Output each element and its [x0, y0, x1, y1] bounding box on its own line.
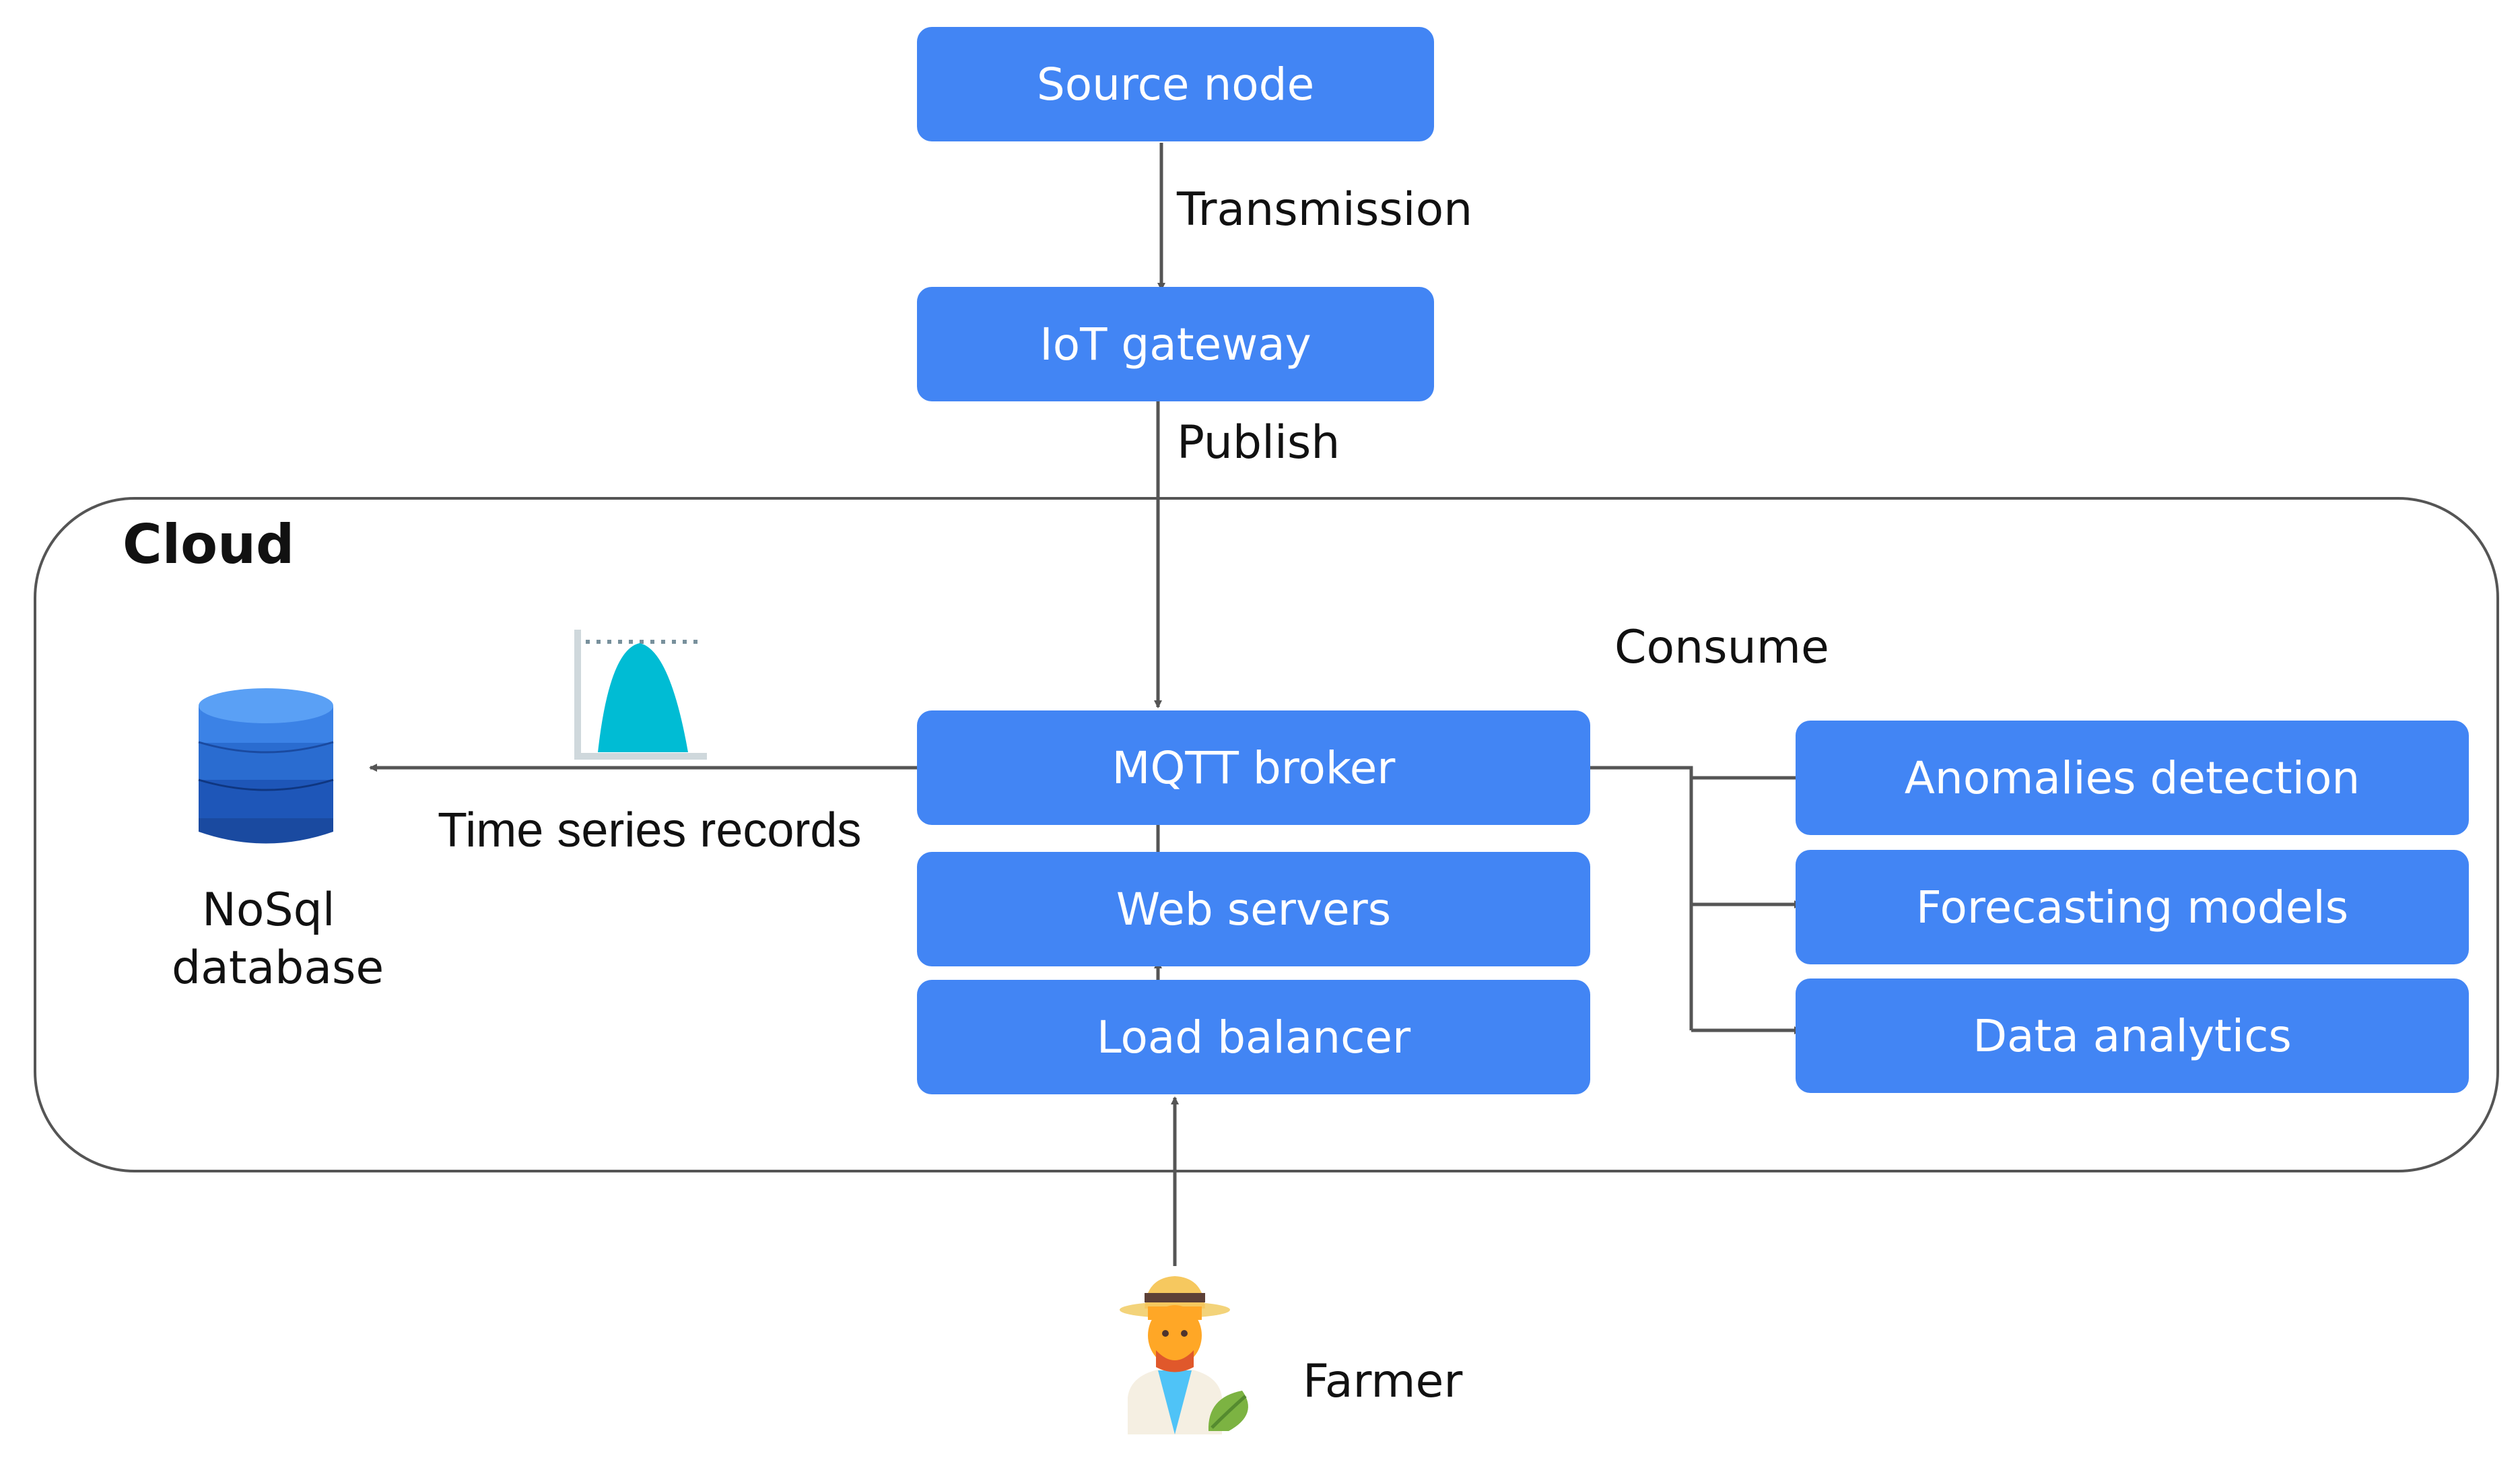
- label-time-series-records: Time series records: [438, 803, 862, 857]
- time-series-chart-icon: [574, 630, 707, 760]
- web-servers-node: Web servers: [917, 852, 1590, 966]
- farmer-label: Farmer: [1303, 1355, 1463, 1408]
- anomalies-detection-node: Anomalies detection: [1796, 721, 2469, 835]
- forecasting-models-node: Forecasting models: [1796, 850, 2469, 964]
- label-consume: Consume: [1614, 621, 1829, 674]
- load-balancer-node: Load balancer: [917, 980, 1590, 1094]
- source-node: Source node: [917, 27, 1434, 141]
- farmer-icon: [1120, 1276, 1248, 1434]
- iot-gateway-node: IoT gateway: [917, 287, 1434, 401]
- database-label-line2: database: [172, 941, 384, 995]
- cloud-title: Cloud: [123, 513, 295, 576]
- data-analytics-node: Data analytics: [1796, 978, 2469, 1093]
- cloud-container: [34, 497, 2499, 1172]
- label-publish: Publish: [1177, 416, 1340, 469]
- database-icon: [198, 688, 334, 844]
- label-transmission: Transmission: [1177, 183, 1473, 236]
- edge-consume-trunk: [1589, 766, 1693, 1030]
- database-label-line1: NoSql: [202, 884, 335, 937]
- mqtt-broker-node: MQTT broker: [917, 710, 1590, 825]
